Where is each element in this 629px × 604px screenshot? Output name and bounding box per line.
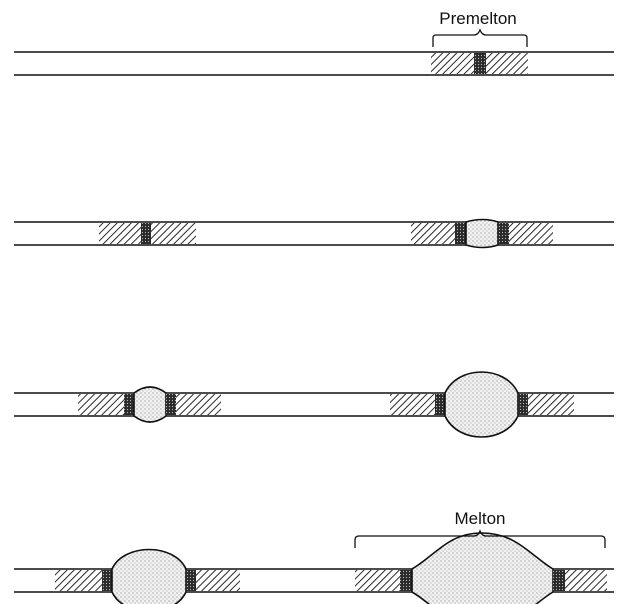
row-3-region-left <box>78 386 221 423</box>
row-1-dna: Premelton <box>14 9 614 76</box>
dark-core-segment <box>186 570 196 591</box>
dark-core-segment <box>400 570 412 591</box>
hatched-segment <box>78 394 124 415</box>
medium-large-bubble <box>111 548 187 604</box>
hatched-segment <box>411 223 455 244</box>
row-3-dna <box>14 371 614 438</box>
premelton-brace <box>432 28 528 47</box>
hatched-segment <box>565 570 607 591</box>
dark-core-segment <box>141 223 151 244</box>
melton-label: Melton <box>454 509 505 528</box>
row-4-dna: Melton <box>14 509 614 604</box>
dark-core-segment <box>553 570 565 591</box>
dark-core-segment <box>498 223 509 244</box>
dark-core-segment <box>474 53 486 74</box>
melton-brace <box>354 529 606 548</box>
hatched-segment <box>486 53 528 74</box>
melton-bubble <box>411 532 554 604</box>
hatched-segment <box>99 223 141 244</box>
dark-core-segment <box>435 394 445 415</box>
hatched-segment <box>509 223 553 244</box>
small-bubble <box>465 218 499 249</box>
hatched-segment <box>176 394 221 415</box>
hatched-segment <box>55 570 102 591</box>
row-3-region-right <box>390 371 574 438</box>
medium-bubble <box>133 386 167 423</box>
dark-core-segment <box>166 394 176 415</box>
premelton-label: Premelton <box>439 9 516 28</box>
hatched-segment <box>528 394 574 415</box>
row-2-region-left <box>99 223 196 244</box>
hatched-segment <box>196 570 240 591</box>
hatched-segment <box>431 53 474 74</box>
dark-core-segment <box>518 394 528 415</box>
hatched-segment <box>151 223 196 244</box>
row-4-melton-region <box>355 532 607 604</box>
large-bubble <box>444 371 519 438</box>
row-1-premelton-region <box>431 53 528 74</box>
dark-core-segment <box>102 570 112 591</box>
row-2-region-right <box>411 218 553 249</box>
hatched-segment <box>355 570 400 591</box>
hatched-segment <box>390 394 435 415</box>
row-4-region-left <box>55 548 240 604</box>
row-2-dna <box>14 218 614 249</box>
dark-core-segment <box>124 394 134 415</box>
dark-core-segment <box>455 223 466 244</box>
